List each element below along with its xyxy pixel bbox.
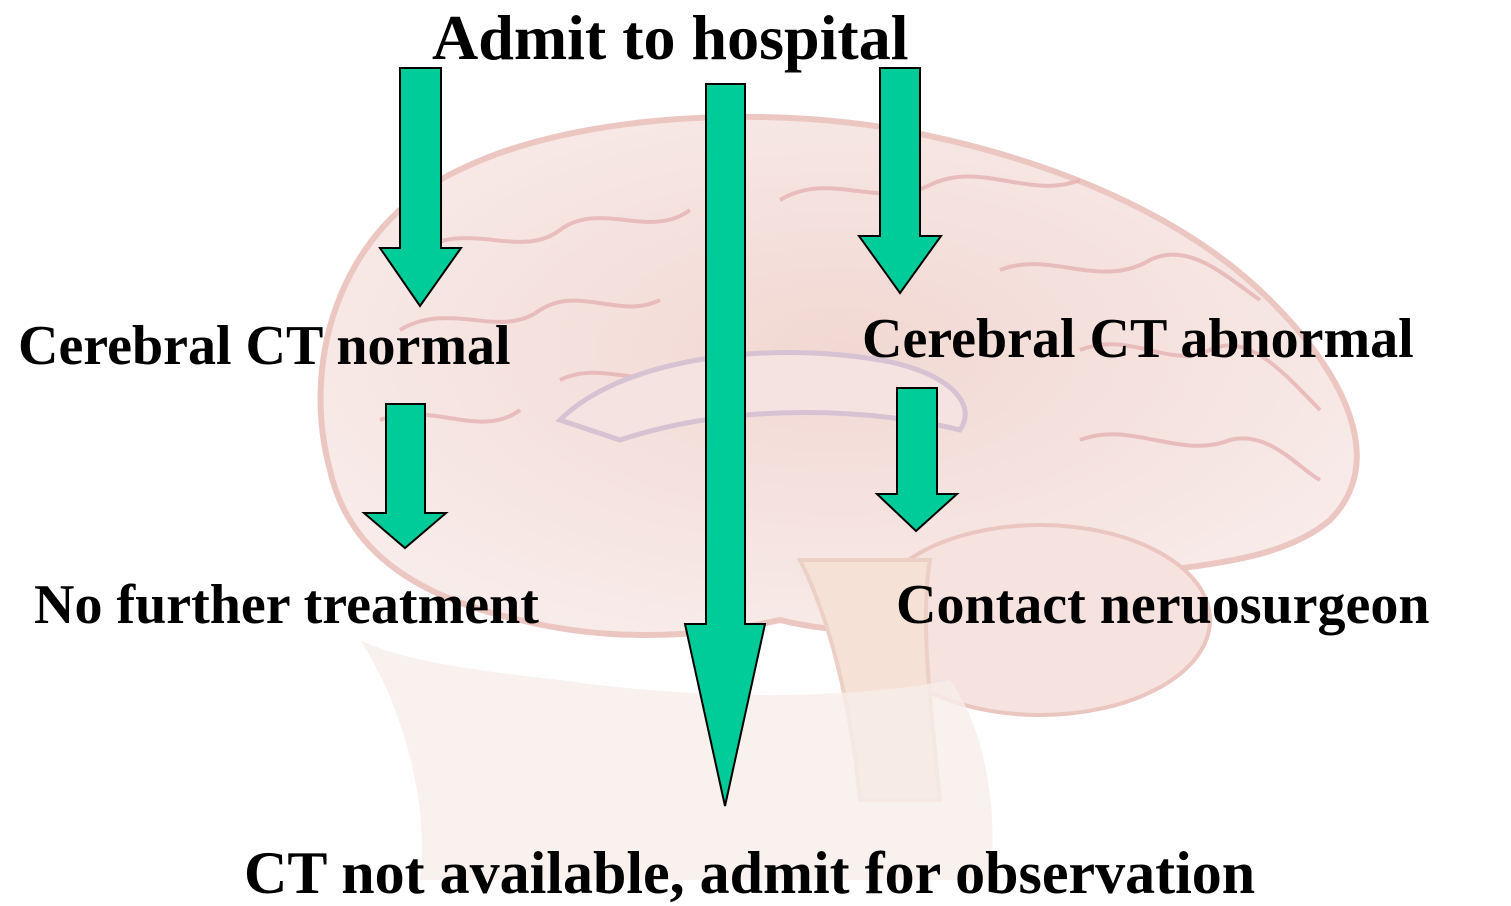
node-cerebral-ct-abnormal: Cerebral CT abnormal: [862, 311, 1414, 367]
arrow-to-contact-neurosurgeon: [877, 388, 957, 531]
node-cerebral-ct-normal: Cerebral CT normal: [18, 318, 511, 374]
arrow-to-ct-not-available: [685, 84, 765, 806]
node-admit-to-hospital: Admit to hospital: [432, 6, 909, 70]
node-contact-neurosurgeon: Contact neruosurgeon: [896, 577, 1430, 633]
arrow-to-ct-normal: [380, 68, 461, 306]
node-no-further-treatment: No further treatment: [34, 577, 539, 633]
node-ct-not-available: CT not available, admit for observation: [244, 843, 1255, 903]
arrow-to-ct-abnormal: [859, 68, 941, 293]
arrow-to-no-further-treatment: [364, 404, 446, 548]
